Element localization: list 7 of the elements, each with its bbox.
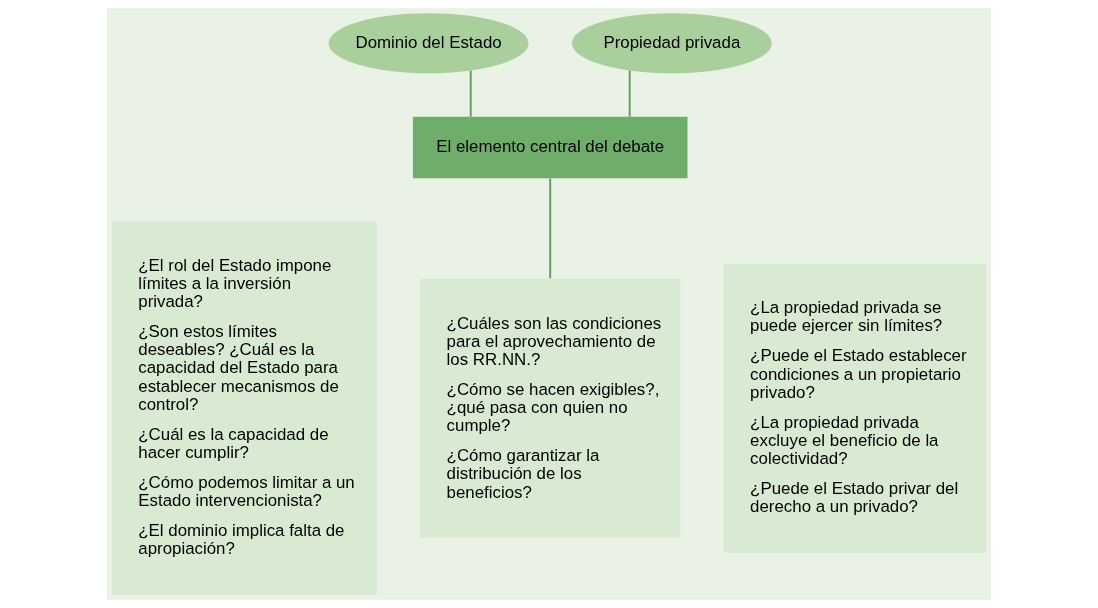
- connector: [469, 69, 472, 118]
- connector: [628, 69, 631, 118]
- node-ellipse: Dominio del Estado: [328, 13, 529, 74]
- node-ellipse: Propiedad privada: [571, 13, 772, 74]
- node-box: El elemento central del debate: [412, 116, 688, 179]
- node-box: ¿Cuáles son las condiciones para el aprovechamiento de los RR.NN.? ¿Cómo se hacen exigibles?, ¿qué pasa con quien no cumple? ¿Cómo garantizar la distribución de los beneficios?: [420, 278, 681, 538]
- connector: [549, 177, 552, 280]
